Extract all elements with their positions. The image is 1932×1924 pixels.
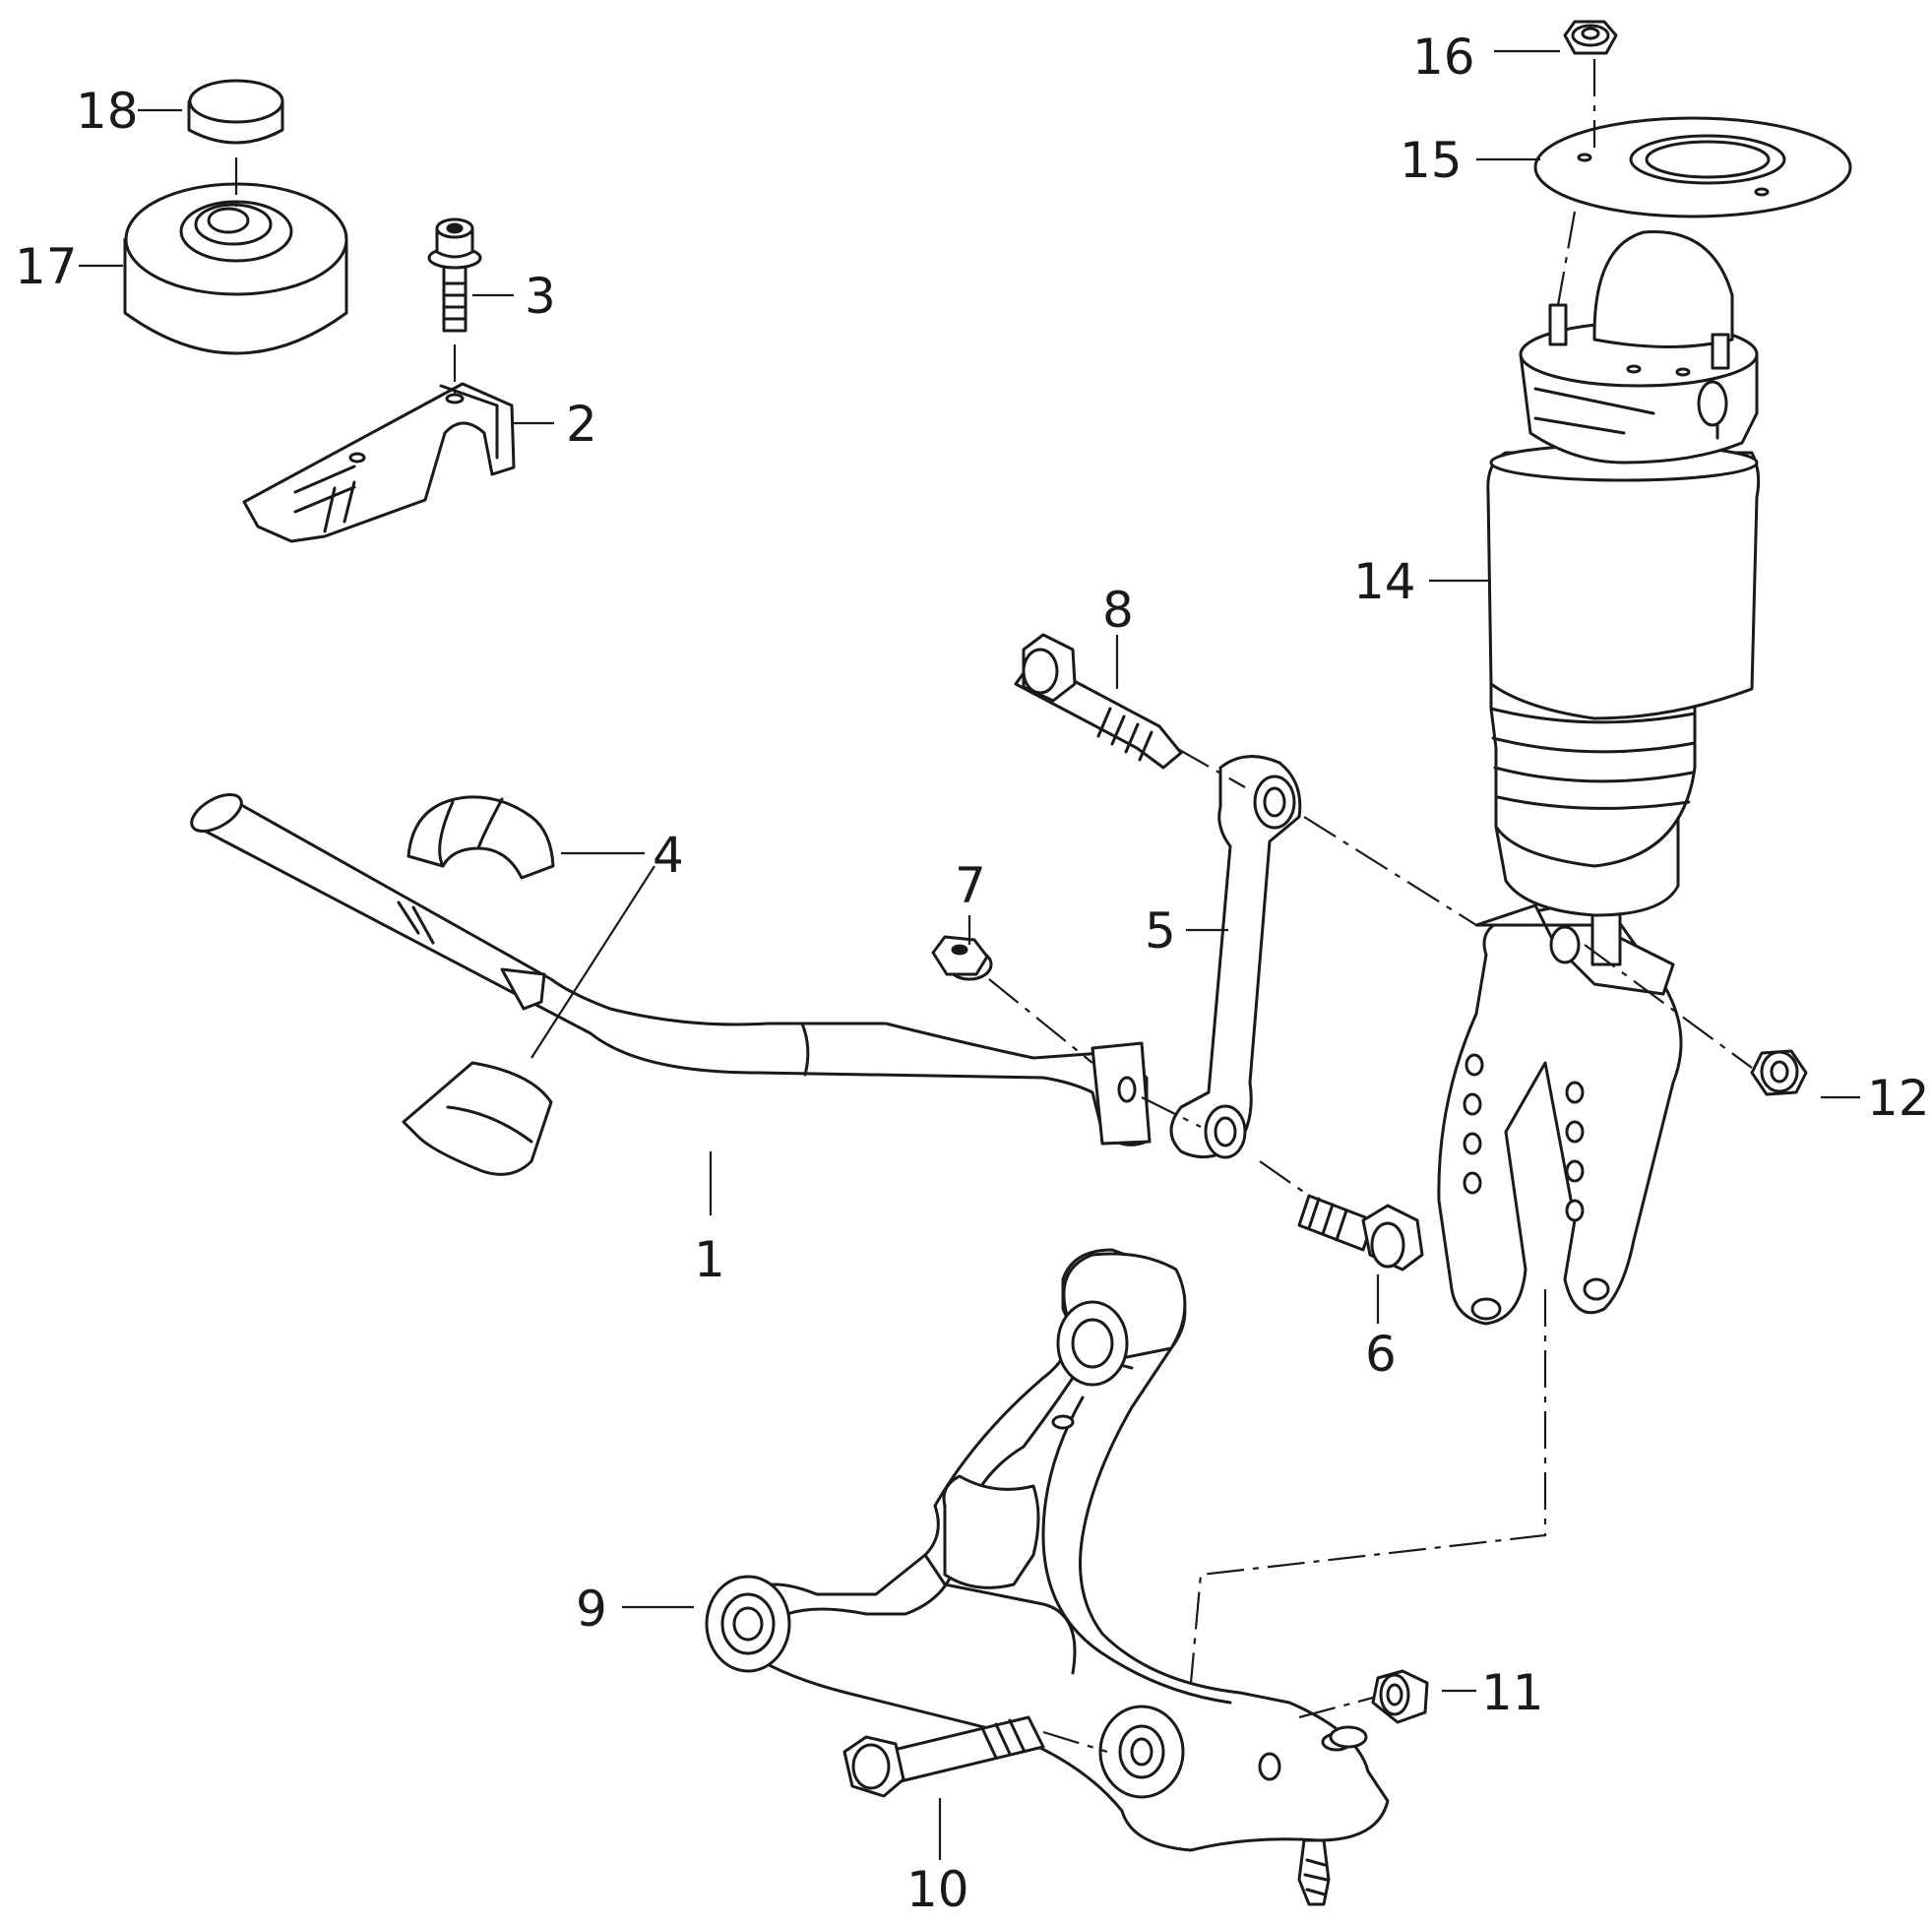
callout-10: 10 [906,1861,969,1918]
callout-14: 14 [1353,553,1416,610]
callout-1: 1 [694,1231,725,1288]
callout-2: 2 [566,396,597,453]
callout-6: 6 [1365,1326,1397,1383]
callout-labels: 1 2 3 4 5 6 7 8 9 10 11 12 14 15 16 17 1… [15,29,1930,1918]
part-12-nut [1750,1049,1808,1096]
callout-12: 12 [1867,1070,1930,1127]
part-4-bushing-upper [406,795,555,880]
part-2-clamp [242,382,516,543]
part-7-nut [931,935,993,981]
part-17-buffer [123,182,348,355]
callout-11: 11 [1481,1664,1544,1721]
callout-17: 17 [15,238,78,295]
leader-lines [79,49,1860,1860]
part-15-plate [1533,116,1852,218]
part-6-bolt [1297,1194,1424,1272]
part-18-cap [187,79,284,145]
callout-7: 7 [955,857,986,914]
part-1-stabilizer-bar [190,792,1152,1147]
callout-16: 16 [1412,29,1475,86]
part-11-nut [1371,1669,1429,1724]
callout-8: 8 [1102,582,1134,639]
part-9-control-arm [705,1248,1390,1906]
part-3-bolt [427,217,482,333]
callout-15: 15 [1400,132,1463,189]
part-5-link [1169,755,1302,1159]
callout-3: 3 [525,268,556,325]
part-4-bushing-lower [402,1061,553,1176]
callout-5: 5 [1145,902,1176,960]
assembly-lines [234,59,1753,1754]
callout-18: 18 [76,83,139,140]
part-10-bolt [842,1715,1045,1798]
part-14-air-strut [1437,230,1761,1326]
callout-4: 4 [653,827,684,884]
part-16-nut [1563,20,1618,55]
callout-9: 9 [576,1581,607,1638]
part-8-bolt [1014,633,1183,770]
